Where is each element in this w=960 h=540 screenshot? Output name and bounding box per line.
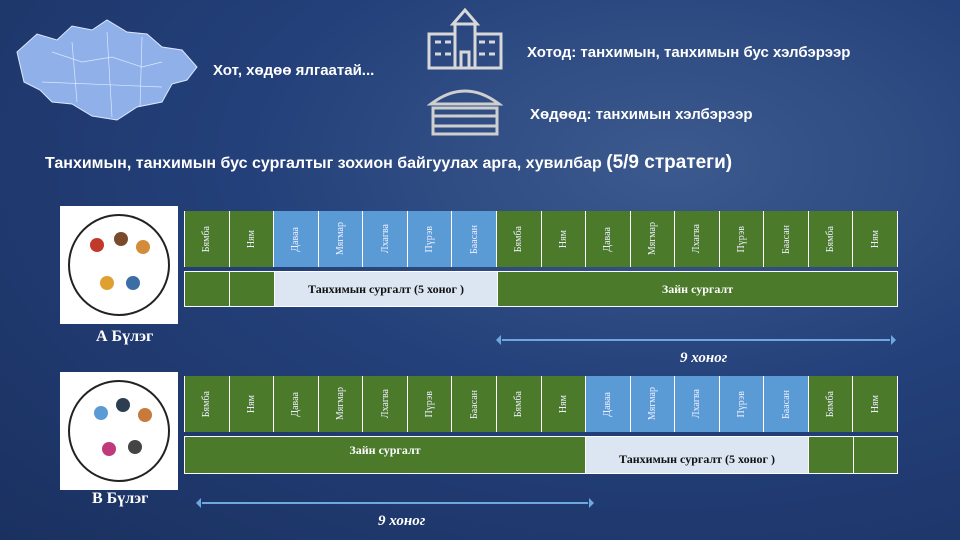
day-label: Бямба xyxy=(825,225,837,253)
day-label: Бямба xyxy=(201,390,213,418)
countryside-text: Хөдөөд: танхимын хэлбэрээр xyxy=(530,106,753,123)
day-cell: Мягмар xyxy=(630,211,675,267)
day-label: Пүрэв xyxy=(424,390,436,418)
day-cell: Пүрэв xyxy=(719,376,764,432)
group-a-days: Бямба Ням Даваа Мягмар Лхагва Пүрэв Баасан Бямб… xyxy=(184,211,898,267)
day-label: Мягмар xyxy=(334,222,346,256)
day-cell: Бямба xyxy=(185,211,229,267)
day-cell: Бямба xyxy=(496,211,541,267)
empty-cell xyxy=(185,272,229,306)
day-label: Ням xyxy=(557,229,569,249)
day-cell: Бямба xyxy=(496,376,541,432)
day-label: Бямба xyxy=(201,225,213,253)
online-block: Зайн сургалт xyxy=(185,437,585,473)
group-b-label: В Бүлэг xyxy=(92,490,149,507)
day-label: Лхагва xyxy=(379,389,391,419)
day-label: Баасан xyxy=(780,389,792,419)
day-cell: Мягмар xyxy=(630,376,675,432)
strategy-label: (5/9 стратеги) xyxy=(606,152,733,173)
day-label: Ням xyxy=(245,394,257,414)
day-label: Пүрэв xyxy=(424,225,436,253)
day-label: Бямба xyxy=(513,390,525,418)
day-label: Лхагва xyxy=(691,224,703,254)
day-cell: Пүрэв xyxy=(407,376,452,432)
inperson-block: Танхимын сургалт (5 хоног ) xyxy=(275,272,497,306)
day-cell: Бямба xyxy=(185,376,229,432)
group-b-duration: 9 хоног xyxy=(378,513,426,529)
title-text: Танхимын, танхимын бус сургалтыг зохион … xyxy=(45,155,602,172)
school-icon xyxy=(427,7,503,70)
day-cell: Ням xyxy=(229,376,274,432)
group-a-schedule: Танхимын сургалт (5 хоног ) Зайн сургалт xyxy=(184,271,898,307)
inperson-block: Танхимын сургалт (5 хоног ) xyxy=(586,437,808,473)
day-label: Ням xyxy=(557,394,569,414)
day-label: Мягмар xyxy=(646,222,658,256)
day-cell: Баасан xyxy=(764,211,808,267)
day-label: Лхагва xyxy=(379,224,391,254)
day-cell: Лхагва xyxy=(363,211,407,267)
day-cell: Мягмар xyxy=(318,376,363,432)
group-a-duration: 9 хоног xyxy=(680,350,728,366)
day-cell: Даваа xyxy=(586,376,630,432)
duration-arrow xyxy=(196,498,594,508)
day-label: Мягмар xyxy=(646,387,658,421)
group-b-days: Бямба Ням Даваа Мягмар Лхагва Пүрэв Баасан Бямб… xyxy=(184,376,898,432)
day-cell: Ням xyxy=(229,211,274,267)
day-label: Баасан xyxy=(468,224,480,254)
day-label: Ням xyxy=(869,394,881,414)
day-cell: Лхагва xyxy=(675,211,719,267)
day-cell: Лхагва xyxy=(363,376,407,432)
day-cell: Баасан xyxy=(764,376,808,432)
page-title: Танхимын, танхимын бус сургалтыг зохион … xyxy=(45,152,732,174)
day-cell: Ням xyxy=(541,376,586,432)
day-label: Ням xyxy=(245,229,257,249)
yurt-icon xyxy=(426,89,504,136)
day-cell: Даваа xyxy=(274,376,318,432)
rural-urban-text: Хот, хөдөө ялгаатай... xyxy=(213,62,375,79)
day-label: Даваа xyxy=(602,226,614,252)
mongolia-map xyxy=(16,19,198,121)
day-label: Пүрэв xyxy=(736,390,748,418)
day-cell: Бямба xyxy=(808,211,853,267)
day-cell: Баасан xyxy=(452,211,496,267)
empty-cell xyxy=(809,437,853,473)
day-label: Даваа xyxy=(290,391,302,417)
group-b-schedule: Зайн сургалт Танхимын сургалт (5 хоног ) xyxy=(184,436,898,474)
group-a-image xyxy=(60,206,178,324)
day-label: Ням xyxy=(869,229,881,249)
day-cell: Пүрэв xyxy=(719,211,764,267)
group-a-label: А Бүлэг xyxy=(96,328,154,345)
day-cell: Бямба xyxy=(808,376,853,432)
day-cell: Даваа xyxy=(274,211,318,267)
day-cell: Ням xyxy=(853,211,897,267)
day-label: Бямба xyxy=(825,390,837,418)
day-cell: Ням xyxy=(541,211,586,267)
day-label: Баасан xyxy=(780,224,792,254)
duration-arrow xyxy=(496,335,896,345)
day-label: Мягмар xyxy=(334,387,346,421)
day-cell: Мягмар xyxy=(318,211,363,267)
city-text: Хотод: танхимын, танхимын бус хэлбэрээр xyxy=(527,44,851,61)
day-label: Даваа xyxy=(602,391,614,417)
day-label: Пүрэв xyxy=(736,225,748,253)
empty-cell xyxy=(230,272,274,306)
group-b-image xyxy=(60,372,178,490)
day-cell: Пүрэв xyxy=(407,211,452,267)
day-label: Лхагва xyxy=(691,389,703,419)
empty-cell xyxy=(853,437,897,473)
day-label: Бямба xyxy=(513,225,525,253)
day-cell: Ням xyxy=(853,376,897,432)
online-block: Зайн сургалт xyxy=(498,272,897,306)
day-label: Баасан xyxy=(468,389,480,419)
day-cell: Лхагва xyxy=(675,376,719,432)
day-cell: Даваа xyxy=(586,211,630,267)
day-cell: Баасан xyxy=(452,376,496,432)
day-label: Даваа xyxy=(290,226,302,252)
